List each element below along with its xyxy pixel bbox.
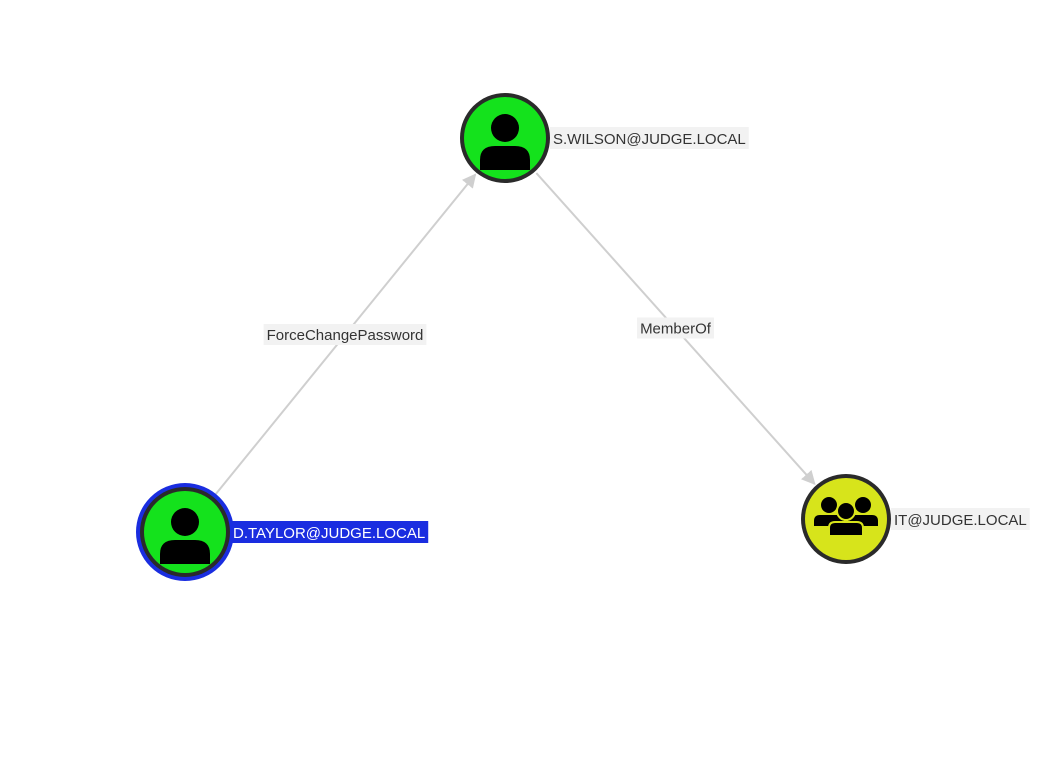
user-icon [160,508,210,564]
node-label-background [550,127,749,149]
user-head [171,508,199,536]
edges-layer: ForceChangePassword MemberOf [213,172,816,497]
user-icon [480,114,530,170]
node-label[interactable]: D.TAYLOR@JUDGE.LOCAL [233,525,425,542]
user-head [491,114,519,142]
group-icon [814,497,878,537]
node-label-background [891,508,1030,530]
group-member-head [855,497,871,513]
group-member-head [836,501,856,521]
node-label[interactable]: IT@JUDGE.LOCAL [894,512,1027,529]
group-member-head [821,497,837,513]
node-label[interactable]: S.WILSON@JUDGE.LOCAL [553,131,746,148]
group-member-body [828,521,864,537]
node-it[interactable]: IT@JUDGE.LOCAL [801,474,1030,564]
node-swilson[interactable]: S.WILSON@JUDGE.LOCAL [460,93,749,183]
edge-forcechangepassword[interactable]: ForceChangePassword [213,173,477,497]
nodes-layer: D.TAYLOR@JUDGE.LOCAL S.WILSON@JUDGE.LOCA… [136,93,1030,581]
edge-memberof[interactable]: MemberOf [535,172,816,486]
edge-label[interactable]: ForceChangePassword [267,327,424,344]
edge-label-background [637,317,714,339]
edge-label[interactable]: MemberOf [640,321,712,338]
node-label-background [230,521,429,543]
user-body [480,146,530,170]
user-body [160,540,210,564]
node-dtaylor[interactable]: D.TAYLOR@JUDGE.LOCAL [136,483,429,581]
edge-label-background [263,324,427,345]
